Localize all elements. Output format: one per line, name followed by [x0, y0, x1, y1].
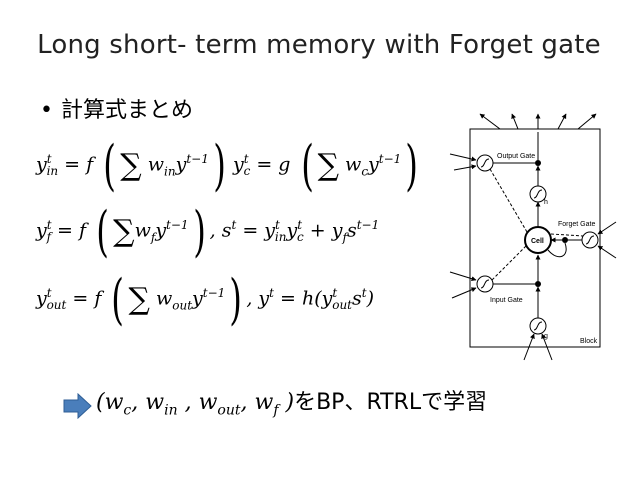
conclusion-suffix: をBP、RTRLで学習: [294, 390, 488, 415]
slide-title: Long short- term memory with Forget gate: [37, 30, 601, 60]
cell-label: Cell: [531, 238, 544, 245]
right-arrow-icon: [63, 393, 92, 419]
equation-forget: ytf = f (∑wfyt−1), st = ytinytc + yfst−1: [36, 199, 380, 263]
g-unit-label: g: [544, 333, 548, 340]
equation-output: ytout = f (∑ woutyt−1), yt = h(ytoutst): [36, 267, 375, 331]
output-gate-label: Output Gate: [497, 153, 535, 160]
block-frame: [469, 128, 601, 348]
forget-gate-label: Forget Gate: [558, 221, 595, 228]
equation-input: ytin = f (∑ winyt−1): [36, 133, 226, 197]
equation-cell-input: ytc = g (∑ wcyt−1): [233, 133, 419, 197]
bullet-item: • 計算式まとめ: [40, 92, 193, 124]
block-label: Block: [580, 338, 598, 345]
h-unit-label: h: [544, 199, 548, 206]
input-gate-label: Input Gate: [490, 297, 523, 304]
lstm-block-diagram: Output Gate h Cell Forget Gate Input Gat…: [449, 113, 617, 361]
conclusion-text: (wc, win , wout, wf )をBP、RTRLで学習: [96, 390, 488, 419]
bullet-text: 計算式まとめ: [60, 98, 193, 123]
bullet-dot: •: [40, 98, 53, 123]
